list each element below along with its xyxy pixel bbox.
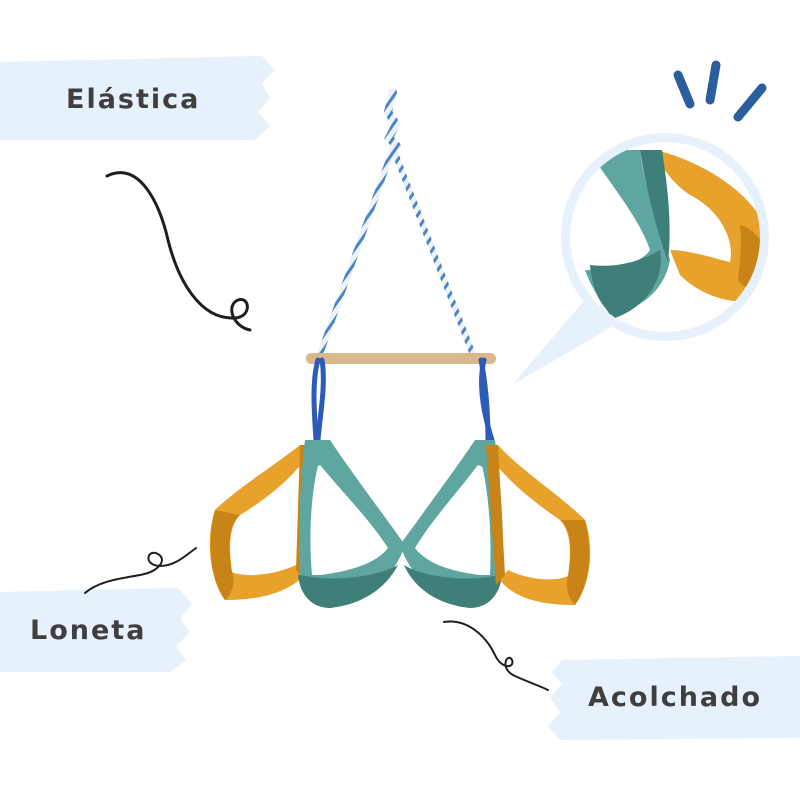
label-elastica: Elástica: [66, 84, 201, 115]
swing-product: [209, 88, 591, 608]
brush-stroke-elastica: [0, 56, 275, 140]
pointer-squiggle-acolchado: [443, 620, 549, 691]
zoom-detail-image: [585, 150, 760, 318]
rope: [315, 88, 478, 363]
label-acolchado: Acolchado: [588, 682, 763, 713]
pointer-squiggle-loneta: [84, 547, 197, 594]
elastic-straps: [311, 357, 495, 443]
left-teal-loop: [298, 440, 405, 608]
pointer-squiggle-elastica: [105, 171, 252, 332]
brush-stroke-acolchado: [548, 656, 800, 740]
emphasis-marks: [673, 60, 767, 122]
right-orange-loop: [486, 445, 591, 605]
zoom-callout: [512, 133, 769, 385]
label-loneta: Loneta: [30, 615, 147, 646]
wooden-bar: [306, 353, 496, 364]
brush-stroke-loneta: [0, 588, 192, 672]
